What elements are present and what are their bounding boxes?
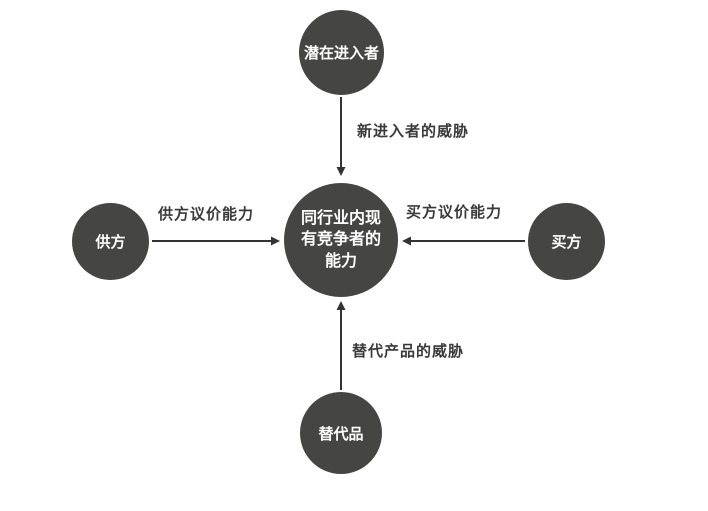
node-potential-entrants: 潜在进入者 xyxy=(299,10,384,95)
edge-label-threat-of-new-entrants: 新进入者的威胁 xyxy=(357,123,470,140)
node-buyers-label: 买方 xyxy=(551,234,582,251)
edge-label-threat-of-substitutes: 替代产品的威胁 xyxy=(352,343,465,360)
node-industry-competitors-line3: 能力 xyxy=(324,252,357,270)
node-suppliers-label: 供方 xyxy=(95,234,126,251)
node-substitutes-label: 替代品 xyxy=(318,425,364,443)
node-industry-competitors: 同行业内现 有竞争者的 能力 xyxy=(284,183,398,297)
node-substitutes: 替代品 xyxy=(300,392,382,474)
node-industry-competitors-line1: 同行业内现 xyxy=(300,209,381,227)
edge-label-buyer-bargaining-power: 买方议价能力 xyxy=(406,204,503,221)
edge-label-supplier-bargaining-power: 供方议价能力 xyxy=(158,206,255,223)
node-potential-entrants-label: 潜在进入者 xyxy=(303,45,379,62)
node-suppliers: 供方 xyxy=(72,203,149,280)
node-buyers: 买方 xyxy=(528,203,605,280)
node-industry-competitors-line2: 有竞争者的 xyxy=(300,231,381,249)
